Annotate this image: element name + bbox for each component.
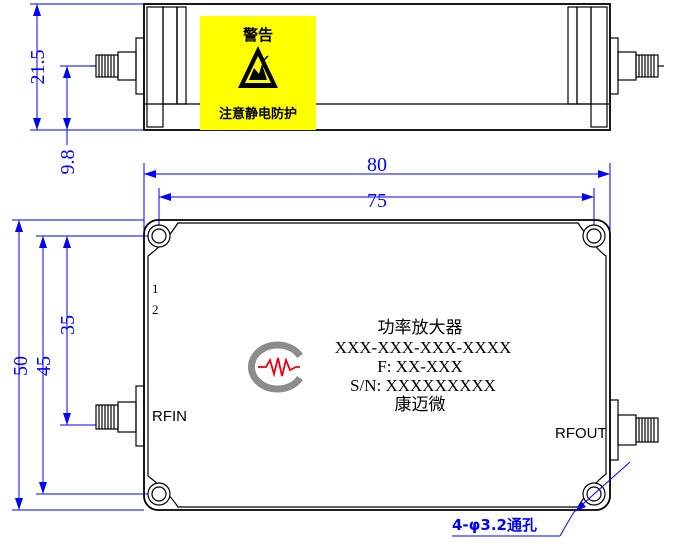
- dim-width-75: 75: [158, 188, 595, 236]
- rfout-label: RFOUT: [555, 425, 607, 442]
- side-right-connector: [609, 37, 664, 95]
- left-flange-block-outer: [146, 6, 164, 128]
- right-flange-block-outer: [590, 6, 608, 128]
- right-flange-block-inner: [576, 6, 592, 105]
- warning-title: 警告: [242, 26, 273, 44]
- rfin-connector: [95, 385, 145, 447]
- rfin-label: RFIN: [152, 408, 187, 425]
- dim-45-text: 45: [33, 356, 55, 376]
- pin-1-label: 1: [152, 281, 159, 296]
- dim-height-35: 35: [57, 236, 96, 426]
- holes-note-text: 4-φ3.2通孔: [452, 516, 537, 534]
- side-left-connector: [90, 37, 145, 95]
- company-logo: [248, 341, 303, 393]
- warning-caption: 注意静电防护: [219, 106, 297, 122]
- product-serial: S/N: XXXXXXXXX: [350, 376, 496, 395]
- dim-21-5-text: 21.5: [27, 50, 49, 85]
- dim-width-80: 80: [143, 154, 611, 240]
- right-flange-block-edge: [567, 6, 578, 105]
- esd-warning-label: 警告 注意静电防护: [200, 16, 316, 130]
- dim-height-45: 45: [33, 235, 148, 495]
- mounting-hole-bl: [147, 482, 171, 506]
- dim-side-connector: 9.8: [57, 65, 96, 175]
- pin-2-label: 2: [152, 302, 159, 317]
- product-maker: 康迈微: [395, 395, 446, 415]
- dim-height-50: 50: [10, 219, 144, 511]
- front-body-outline: [143, 219, 611, 511]
- esd-hand-icon: [238, 46, 278, 88]
- dim-80-text: 80: [367, 154, 387, 176]
- left-flange-block-inner: [162, 6, 178, 105]
- dim-side-height: 21.5: [27, 3, 144, 131]
- mounting-hole-tl: [147, 224, 171, 248]
- rfout-connector: [609, 399, 659, 461]
- left-flange-block-edge: [176, 6, 187, 105]
- product-name: 功率放大器: [378, 318, 463, 338]
- side-view: 警告 注意静电防护 21.5 9.8: [27, 3, 664, 175]
- product-part-number: XXX-XXX-XXX-XXXX: [335, 338, 512, 357]
- dim-50-text: 50: [10, 356, 32, 376]
- dim-9-8-text: 9.8: [57, 150, 79, 175]
- product-frequency: F: XX-XXX: [377, 357, 462, 376]
- dim-75-text: 75: [367, 190, 387, 212]
- front-view: 1 2 RFIN RFOUT: [95, 219, 659, 511]
- holes-callout: 4-φ3.2通孔: [452, 461, 631, 537]
- dim-35-text: 35: [57, 315, 79, 335]
- mounting-hole-tr: [582, 224, 606, 248]
